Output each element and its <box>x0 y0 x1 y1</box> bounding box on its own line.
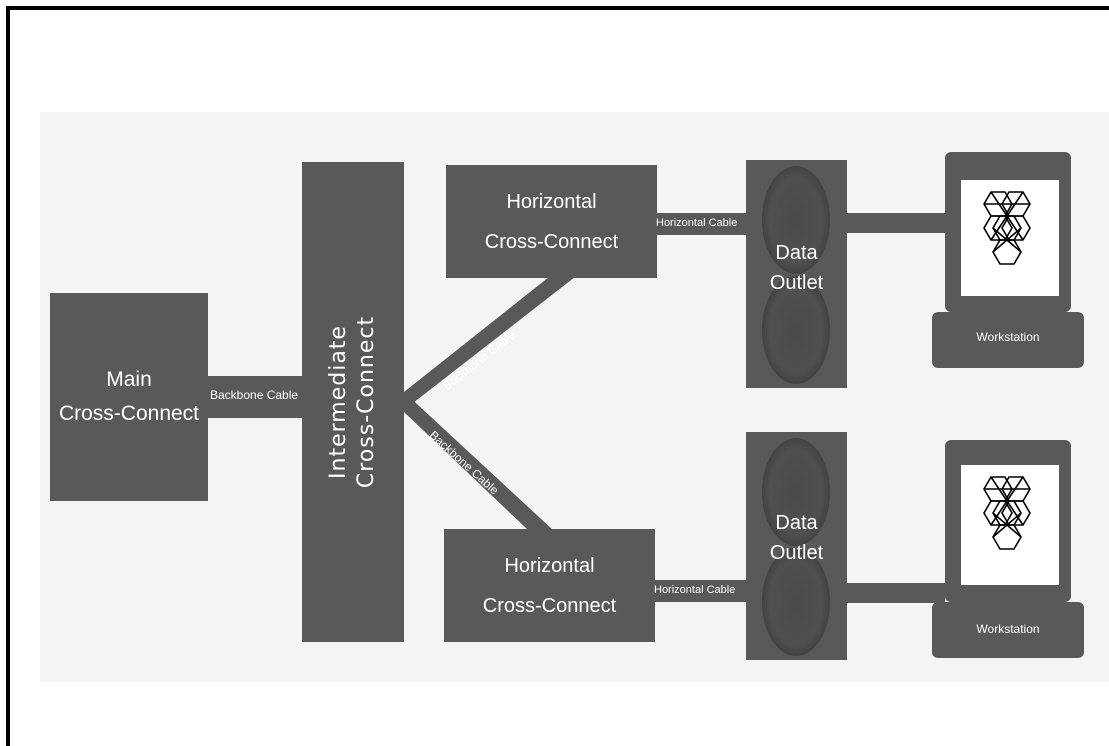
laptop-base <box>932 312 1084 368</box>
data-outlet-bottom: Data Outlet <box>746 432 847 660</box>
workstation-bottom-label: Workstation <box>976 622 1040 636</box>
outlet-port-icon <box>762 166 830 274</box>
data-outlet-top-line1: Data <box>775 242 818 264</box>
horizontal-cross-connect-bottom: Horizontal Cross-Connect <box>444 529 655 642</box>
horizontal-cross-connect-bottom-line2: Cross-Connect <box>482 594 617 617</box>
intermediate-cross-connect: Intermediate Cross-Connect <box>302 162 404 642</box>
network-logo-icon <box>983 476 1031 550</box>
laptop-base <box>932 602 1084 658</box>
data-outlet-bottom-label: Data Outlet <box>746 508 847 568</box>
outlet-port-icon <box>762 276 830 384</box>
main-cross-connect-line2: Cross-Connect <box>58 402 200 425</box>
data-outlet-bottom-line2: Outlet <box>769 542 824 564</box>
workstation-top-label: Workstation <box>976 330 1040 344</box>
data-outlet-bottom-line1: Data <box>775 512 818 534</box>
data-outlet-top-label: Data Outlet <box>746 238 847 298</box>
backbone-cable-main-intermediate <box>206 376 304 418</box>
horizontal-cross-connect-bottom-line1: Horizontal <box>504 554 595 577</box>
network-logo-icon <box>983 191 1031 265</box>
main-cross-connect-line1: Main <box>106 368 152 391</box>
outlet-port-icon <box>762 548 830 656</box>
horizontal-cable-top <box>655 213 748 235</box>
diagram-frame <box>6 6 1109 746</box>
data-outlet-top: Data Outlet <box>746 160 847 388</box>
main-cross-connect: Main Cross-Connect <box>50 293 208 501</box>
patch-cable-top <box>845 213 945 233</box>
horizontal-cable-bottom-label: Horizontal Cable <box>654 584 736 596</box>
horizontal-cross-connect-top: Horizontal Cross-Connect <box>446 165 657 278</box>
laptop-display <box>961 465 1059 585</box>
horizontal-cable-top-label: Horizontal Cable <box>656 217 738 229</box>
backbone-cable-lower <box>404 392 553 530</box>
horizontal-cross-connect-top-line2: Cross-Connect <box>484 230 619 253</box>
data-outlet-top-line2: Outlet <box>769 272 824 294</box>
backbone-cable-upper <box>404 277 575 410</box>
horizontal-cable-bottom <box>653 580 748 602</box>
backbone-cable-main-intermediate-label: Backbone Cable <box>210 388 299 402</box>
patch-cable-bottom <box>845 583 945 603</box>
horizontal-cross-connect-top-line1: Horizontal <box>506 190 597 213</box>
outlet-port-icon <box>762 438 830 546</box>
laptop-display <box>961 180 1059 296</box>
